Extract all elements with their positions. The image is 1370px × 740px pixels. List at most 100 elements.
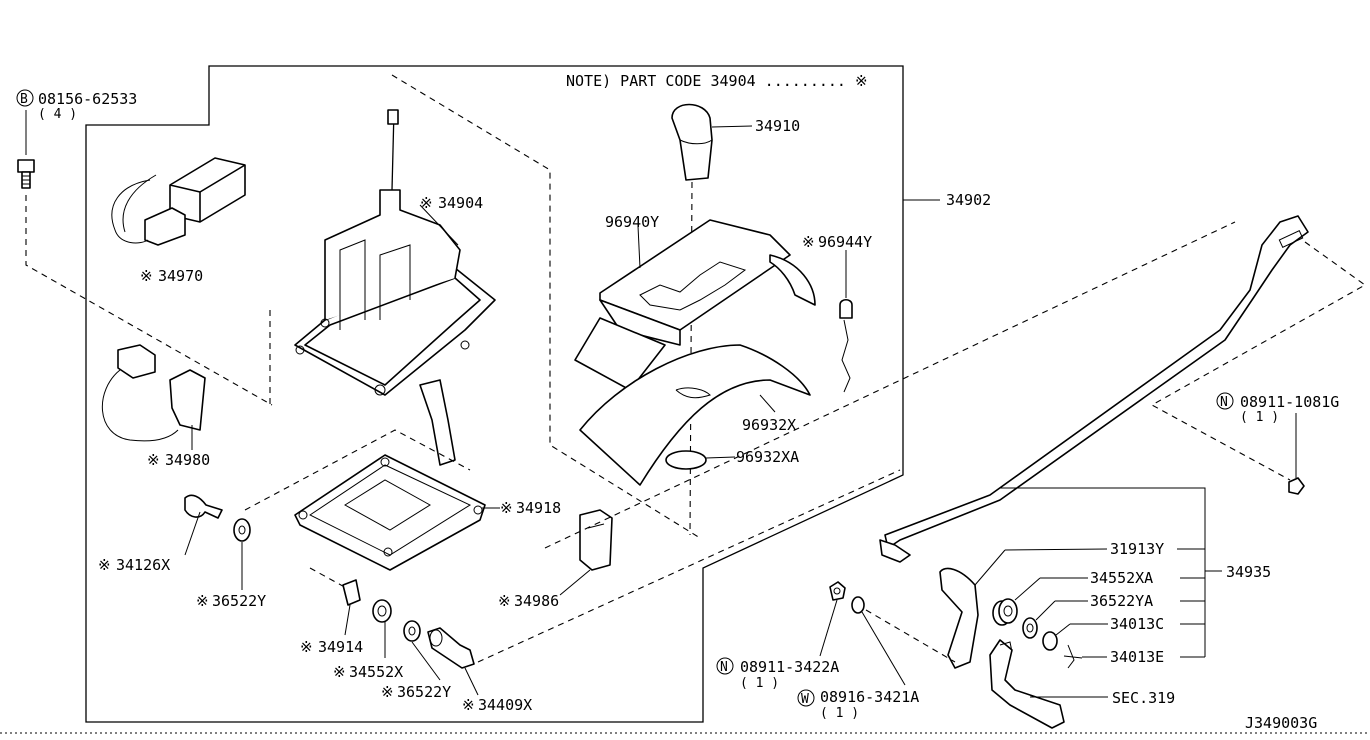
circle-b-symbol: B — [20, 92, 28, 107]
part-36522ya-washer[interactable] — [1022, 600, 1088, 639]
callout-34552xa[interactable]: 34552XA — [1090, 569, 1153, 587]
callout-31913y[interactable]: 31913Y — [1110, 540, 1164, 558]
label-36522ya: 36522YA — [1090, 592, 1153, 610]
bolt-callout[interactable]: B 08156-62533 ( 4 ) — [16, 89, 137, 122]
callout-96944y[interactable]: ※ 96944Y — [802, 233, 872, 251]
part-96940y-finisher[interactable] — [574, 219, 816, 391]
callout-34904[interactable]: ※ 34904 — [419, 194, 483, 246]
part-34552x-bushing[interactable] — [372, 599, 392, 658]
label-36522y-left: 36522Y — [212, 592, 266, 610]
label-96940y: 96940Y — [605, 213, 659, 231]
part-34970[interactable] — [111, 157, 246, 246]
callout-36522ya[interactable]: 36522YA — [1090, 592, 1153, 610]
circle-n-symbol-1081g: N — [1220, 395, 1228, 410]
callout-34970[interactable]: ※ 34970 — [140, 267, 203, 285]
callout-08916-3421a[interactable]: W 08916-3421A ( 1 ) — [797, 688, 919, 721]
part-96932x-cover[interactable] — [579, 344, 811, 486]
label-3422a-qty: ( 1 ) — [740, 676, 779, 691]
label-34918: 34918 — [516, 499, 561, 517]
label-34986: 34986 — [514, 592, 559, 610]
callout-34552x[interactable]: ※ 34552X — [333, 663, 403, 681]
assembly-frame — [85, 65, 904, 723]
label-bolt-qty: ( 4 ) — [38, 107, 77, 122]
label-36522y-mid: 36522Y — [397, 683, 451, 701]
callout-34126x[interactable]: ※ 34126X — [98, 556, 170, 574]
part-34904-shifter[interactable] — [294, 109, 496, 466]
callout-sec319[interactable]: SEC.319 — [1112, 689, 1175, 707]
part-washer-3421a[interactable] — [851, 596, 906, 686]
part-34013c-washer[interactable] — [1042, 623, 1108, 651]
pin-leader — [477, 469, 901, 663]
part-34980[interactable] — [101, 344, 206, 450]
callout-34986[interactable]: ※ 34986 — [498, 569, 591, 610]
mark-34980: ※ — [147, 451, 160, 469]
circle-n-symbol-3422a: N — [720, 660, 728, 675]
label-34013e: 34013E — [1110, 648, 1164, 666]
callout-96932x[interactable]: 96932X — [742, 394, 796, 434]
label-08911-1081g: 08911-1081G — [1240, 393, 1339, 411]
part-rod[interactable] — [879, 215, 1309, 563]
callout-96932xa[interactable]: 96932XA — [705, 448, 799, 466]
diagram-id: J349003G — [1245, 714, 1317, 732]
label-34552x: 34552X — [349, 663, 403, 681]
label-sec319: SEC.319 — [1112, 689, 1175, 707]
callout-36522y-mid[interactable]: ※ 36522Y — [381, 683, 451, 701]
label-34914: 34914 — [318, 638, 363, 656]
part-nut-1081g — [1288, 413, 1305, 495]
label-34980: 34980 — [165, 451, 210, 469]
callout-08911-1081g[interactable]: N 08911-1081G ( 1 ) — [1216, 392, 1339, 425]
label-96944y: 96944Y — [818, 233, 872, 251]
label-34935: 34935 — [1226, 563, 1271, 581]
mark-36522y-left: ※ — [196, 592, 209, 610]
label-08156-62533: 08156-62533 — [38, 90, 137, 108]
mark-34409x: ※ — [462, 696, 475, 714]
part-34918-gasket[interactable] — [244, 429, 486, 591]
part-sec319-arm[interactable] — [989, 639, 1108, 729]
label-08916-3421a: 08916-3421A — [820, 688, 919, 706]
callout-34409x[interactable]: ※ 34409X — [462, 696, 532, 714]
mark-34918: ※ — [500, 499, 513, 517]
label-34013c: 34013C — [1110, 615, 1164, 633]
mark-36522y-mid: ※ — [381, 683, 394, 701]
callout-34013e[interactable]: 34013E — [1110, 648, 1164, 666]
label-08911-3422a: 08911-3422A — [740, 658, 839, 676]
part-34914-bushing[interactable] — [342, 579, 361, 636]
part-nut-3422a[interactable] — [819, 581, 846, 657]
label-34552xa: 34552XA — [1090, 569, 1153, 587]
callout-34902[interactable]: 34902 — [903, 191, 991, 209]
part-34910-knob[interactable] — [671, 103, 713, 181]
shifter-dashed-box — [391, 74, 701, 539]
bolt-part — [17, 110, 35, 189]
part-34552xa-bushing[interactable] — [992, 577, 1088, 626]
part-36522y-washer-mid[interactable] — [403, 620, 441, 681]
note-text: NOTE) PART CODE 34904 ......... ※ — [566, 72, 868, 90]
mark-34970: ※ — [140, 267, 153, 285]
part-34013e-clip[interactable] — [1063, 644, 1107, 669]
part-96944y-bulb[interactable] — [839, 250, 853, 393]
callout-34918[interactable]: ※ 34918 — [482, 499, 561, 517]
part-36522y-washer-left[interactable] — [233, 518, 251, 590]
callout-34935[interactable]: 34935 — [1226, 563, 1271, 581]
callout-96940y[interactable]: 96940Y — [605, 213, 659, 269]
callout-08911-3422a[interactable]: N 08911-3422A ( 1 ) — [716, 657, 839, 691]
part-34986-bracket[interactable] — [579, 509, 613, 571]
callout-34980[interactable]: ※ 34980 — [147, 451, 210, 469]
part-34409x-pin[interactable] — [427, 627, 479, 696]
label-34904: 34904 — [438, 194, 483, 212]
bolt-leader — [25, 195, 273, 406]
label-34409x: 34409X — [478, 696, 532, 714]
part-31913y-lever[interactable] — [939, 548, 1108, 669]
label-34970: 34970 — [158, 267, 203, 285]
label-31913y: 31913Y — [1110, 540, 1164, 558]
label-34126x: 34126X — [116, 556, 170, 574]
part-96932xa-plate[interactable] — [665, 450, 707, 470]
label-3421a-qty: ( 1 ) — [820, 706, 859, 721]
callout-34910[interactable]: 34910 — [711, 117, 800, 135]
mark-34126x: ※ — [98, 556, 111, 574]
callout-34914[interactable]: ※ 34914 — [300, 638, 363, 656]
mark-34914: ※ — [300, 638, 313, 656]
callout-34013c[interactable]: 34013C — [1110, 615, 1164, 633]
part-34126x-clip[interactable] — [184, 494, 223, 556]
callout-36522y-left[interactable]: ※ 36522Y — [196, 592, 266, 610]
